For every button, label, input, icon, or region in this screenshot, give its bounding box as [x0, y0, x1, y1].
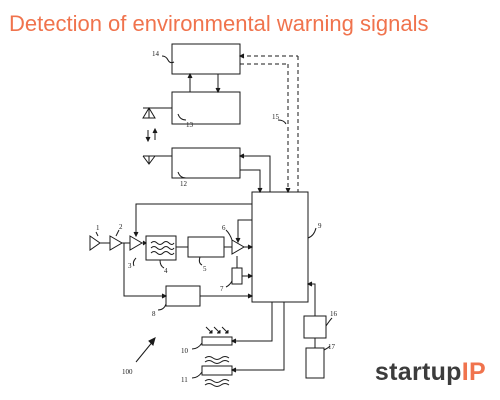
label-7: 7 — [220, 285, 224, 293]
block-14 — [171, 43, 241, 75]
label-2: 2 — [119, 223, 123, 231]
reference-numerals: 14 13 12 15 9 1 2 3 4 5 6 7 8 16 17 10 1… — [96, 50, 338, 384]
bidirectional-arrows-icon — [145, 127, 158, 143]
antenna-icon-13 — [142, 107, 172, 119]
label-100: 100 — [122, 368, 133, 376]
label-17: 17 — [328, 343, 336, 351]
label-15: 15 — [272, 113, 280, 121]
label-3: 3 — [128, 262, 132, 270]
label-6: 6 — [222, 224, 226, 232]
block-12 — [171, 147, 241, 179]
light-rays-icon — [205, 326, 229, 334]
label-10: 10 — [181, 347, 189, 355]
sound-wave-icon — [204, 356, 230, 387]
block-16 — [303, 315, 327, 339]
label-13: 13 — [186, 121, 194, 129]
block-9-controller — [251, 191, 309, 303]
block-5 — [187, 236, 225, 258]
block-11 — [201, 365, 233, 376]
block-8 — [165, 285, 201, 307]
block-7 — [231, 267, 243, 285]
label-1: 1 — [96, 224, 100, 232]
block-17 — [305, 347, 325, 379]
label-14: 14 — [152, 50, 160, 58]
filter-wave-icon — [150, 241, 175, 255]
label-5: 5 — [203, 265, 207, 273]
logo-text-ip: IP — [461, 358, 486, 386]
label-16: 16 — [330, 310, 338, 318]
amplifier-3-icon — [129, 235, 143, 251]
label-9: 9 — [318, 222, 322, 230]
block-4-filter — [145, 235, 177, 261]
label-8: 8 — [152, 310, 156, 318]
label-11: 11 — [181, 376, 188, 384]
block-10 — [201, 336, 233, 346]
label-12: 12 — [180, 180, 188, 188]
antenna-icon-12 — [142, 155, 172, 165]
dashed-link-15 — [240, 55, 299, 192]
sensor-1-icon — [89, 235, 101, 251]
page-title: Detection of environmental warning signa… — [9, 11, 429, 36]
amplifier-2-icon — [109, 235, 123, 251]
logo-text-startup: startup — [374, 358, 462, 386]
startupip-logo: startupIP — [375, 357, 486, 387]
amplifier-6-icon — [231, 239, 245, 255]
label-4: 4 — [164, 267, 168, 275]
